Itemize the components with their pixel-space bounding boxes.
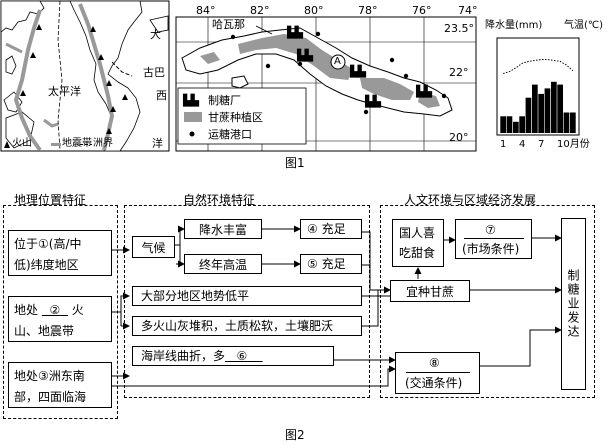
legend-quake: 地震带 — [62, 138, 92, 149]
legend-sugarcane: 甘蔗种植区 — [208, 111, 263, 124]
coast-box: 海岸线曲折，多 ⑥ — [132, 346, 334, 366]
col3-title: 人文环境与区域经济发展 — [404, 193, 537, 207]
flow-connectors — [112, 225, 562, 387]
figure1-caption: 图1 — [285, 156, 305, 170]
temperature-line — [503, 59, 574, 74]
precip-bar-1 — [500, 116, 506, 133]
lat-235: 23.5° — [444, 22, 474, 35]
soil-box: 多火山灰堆积，土质松软，土壤肥沃 — [132, 316, 362, 336]
precip-bar-2 — [506, 116, 513, 133]
loc-latitude-box: 位于①(高/中 低)纬度地区 — [8, 230, 112, 276]
precip-bar-4 — [519, 116, 525, 133]
rain-box: 降水丰富 — [184, 219, 262, 239]
sugarcane-box: 宜种甘蔗 — [390, 280, 470, 302]
x-tick-4: 4 — [519, 139, 526, 150]
precip-bar-7 — [538, 93, 544, 133]
lon-82: 82° — [250, 4, 270, 17]
x-tick-10: 10月份 — [557, 139, 590, 150]
precip-bar-11 — [563, 112, 570, 133]
precip-axis-label: 降水量(mm) — [485, 20, 543, 31]
lat-22: 22° — [449, 66, 469, 79]
sugar-factory-icon: ▙▙ — [350, 65, 366, 78]
legend-port: 运糖港口 — [208, 128, 252, 141]
precip-bar-6 — [532, 84, 538, 133]
legend-factory: 制糖厂 — [208, 94, 241, 107]
precip-bar-3 — [513, 121, 519, 133]
lon-78: 78° — [358, 4, 378, 17]
lon-80: 80° — [304, 4, 324, 17]
precip-bar-8 — [544, 88, 551, 133]
climate-chart — [496, 37, 580, 136]
blank-5-box: ⑤ 充足 — [300, 254, 362, 274]
x-tick-7: 7 — [538, 139, 545, 150]
cuba-map — [175, 16, 477, 152]
atlantic-label-b: 西 — [156, 89, 167, 102]
loc-seismic-box: 地处 ② 火 山、地震带 — [8, 296, 112, 342]
figure2-caption: 图2 — [285, 428, 305, 442]
col2-group — [124, 205, 370, 398]
cuba-label: 古巴 — [143, 66, 165, 79]
legend-border: 洲界 — [93, 138, 113, 149]
lon-84: 84° — [196, 4, 216, 17]
col2-title: 自然环境特征 — [183, 193, 256, 207]
people-box: 国人喜 吃甜食 — [392, 219, 444, 267]
world-map — [0, 0, 170, 152]
legend-factory-icon: ▙▙ — [183, 94, 199, 107]
heat-box: 终年高温 — [184, 254, 262, 274]
x-tick-1: 1 — [500, 139, 507, 150]
transport-box: ⑧ (交通条件) — [395, 352, 480, 394]
col1-title: 地理位置特征 — [14, 193, 87, 207]
lat-20: 20° — [449, 131, 469, 144]
atlantic-label-a: 大 — [150, 28, 161, 41]
precip-bar-5 — [525, 97, 532, 133]
havana-label: 哈瓦那 — [212, 18, 245, 31]
lon-74: 74° — [458, 4, 478, 17]
blank-4-box: ④ 充足 — [300, 219, 362, 239]
col1-group — [3, 205, 118, 419]
industry-box: 制糖业发达 — [561, 218, 586, 390]
point-a-label: A — [334, 56, 341, 67]
temp-axis-label: 气温(℃) — [564, 20, 604, 31]
lon-76: 76° — [412, 4, 432, 17]
precip-bar-12 — [570, 112, 576, 133]
blank-8-underline — [406, 372, 470, 373]
sugar-factory-icon: ▙▙ — [416, 85, 432, 98]
blank-7-underline — [464, 238, 524, 239]
atlantic-label-c: 洋 — [152, 137, 163, 150]
legend-volcano: 火山 — [12, 138, 32, 149]
sugar-factory-icon: ▙▙ — [365, 95, 381, 108]
plain-box: 大部分地区地势低平 — [132, 286, 362, 306]
climate-box: 气候 — [132, 236, 175, 258]
col3-group — [380, 205, 595, 398]
precip-bar-9 — [551, 81, 557, 133]
market-box: ⑦ (市场条件) — [455, 219, 532, 259]
precip-bar-10 — [557, 84, 563, 133]
pacific-label: 太平洋 — [48, 85, 81, 98]
sugar-factory-icon: ▙▙ — [297, 49, 313, 62]
sugar-factory-icon: ▙▙ — [287, 26, 303, 39]
loc-continent-box: 地处③洲东南 部，四面临海 — [8, 362, 112, 408]
